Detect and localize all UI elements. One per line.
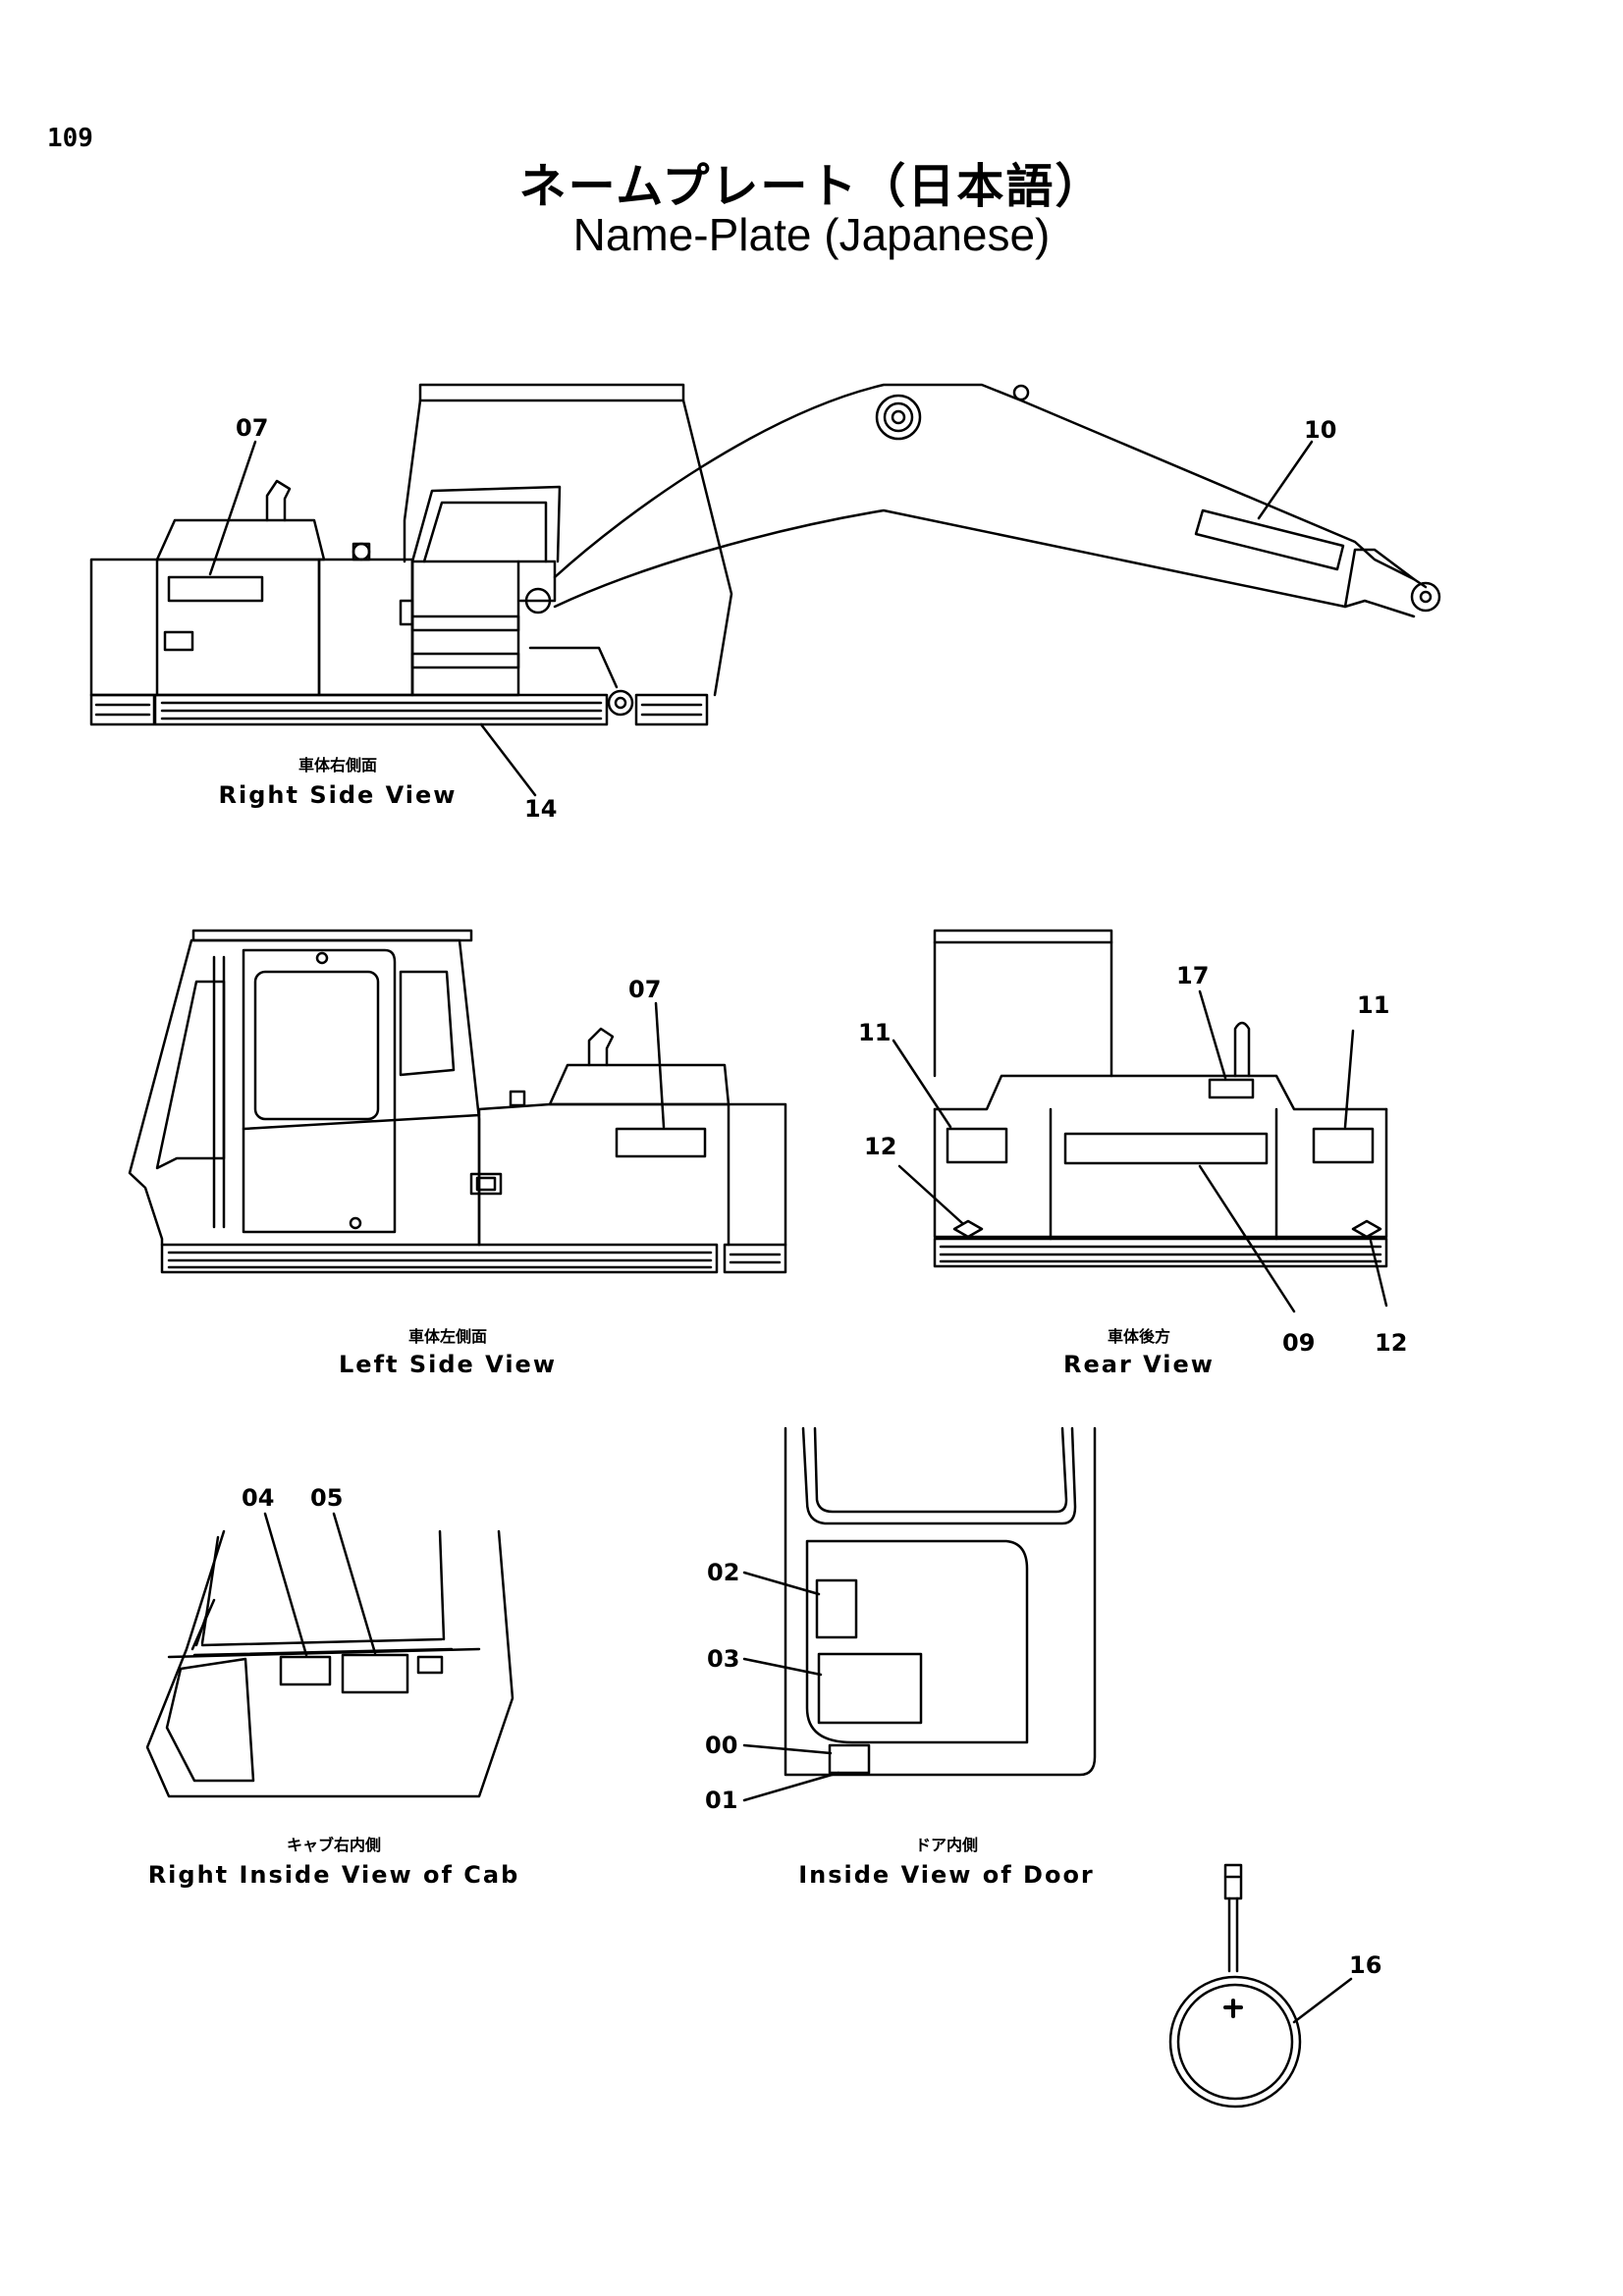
right-side-small-plate xyxy=(163,630,194,652)
caption-rear-en: Rear View xyxy=(1063,1351,1215,1378)
door-inside-view-drawing xyxy=(742,1426,1097,1802)
caption-left-side-ja: 車体左側面 xyxy=(407,1327,488,1346)
callout-00: 00 xyxy=(705,1732,737,1759)
callout-16: 16 xyxy=(1349,1951,1381,1979)
rear-plate-11-left xyxy=(946,1127,1008,1164)
caption-cab-ja: キャブ右内側 xyxy=(286,1836,382,1854)
left-side-plate-07 xyxy=(615,1127,707,1158)
rear-decal-12-left xyxy=(952,1219,984,1239)
right-side-view-drawing xyxy=(89,383,1441,797)
callout-07-right-side: 07 xyxy=(236,414,268,442)
rear-plate-17 xyxy=(1208,1078,1255,1099)
page-title-japanese: ネームプレート（日本語） xyxy=(518,159,1105,214)
rear-plate-09 xyxy=(1063,1132,1269,1165)
caption-left-side-en: Left Side View xyxy=(339,1351,557,1378)
callout-12-right: 12 xyxy=(1375,1329,1407,1357)
callout-02: 02 xyxy=(707,1559,739,1586)
cab-plate-05 xyxy=(341,1653,409,1694)
cab-plate-04 xyxy=(279,1655,332,1686)
callout-17: 17 xyxy=(1176,962,1209,989)
callout-14: 14 xyxy=(524,795,557,823)
callout-09: 09 xyxy=(1282,1329,1315,1357)
callout-05: 05 xyxy=(310,1484,343,1512)
caption-right-side-en: Right Side View xyxy=(218,781,458,809)
rear-plate-11-right xyxy=(1312,1127,1375,1164)
rear-decal-12-right xyxy=(1351,1219,1382,1239)
rear-view-drawing xyxy=(892,929,1388,1313)
door-plate-02 xyxy=(815,1578,858,1639)
callout-03: 03 xyxy=(707,1645,739,1673)
callout-11-right: 11 xyxy=(1357,991,1389,1019)
door-plate-03 xyxy=(817,1652,923,1725)
cab-inside-view-drawing xyxy=(145,1512,514,1798)
left-side-view-drawing xyxy=(128,929,787,1274)
callout-10: 10 xyxy=(1304,416,1336,444)
caption-cab-en: Right Inside View of Cab xyxy=(147,1861,520,1889)
right-side-plate-10 xyxy=(1194,508,1345,571)
caption-door-en: Inside View of Door xyxy=(798,1861,1095,1889)
left-side-small-plate xyxy=(469,1172,503,1196)
caption-right-side-ja: 車体右側面 xyxy=(298,756,378,774)
callout-01: 01 xyxy=(705,1787,737,1814)
door-plate-00-01 xyxy=(828,1743,871,1775)
page-number: 109 xyxy=(47,124,93,153)
callout-04: 04 xyxy=(242,1484,274,1512)
callout-12-left: 12 xyxy=(864,1133,896,1160)
right-side-plate-07 xyxy=(167,575,264,603)
page-title-english: Name-Plate (Japanese) xyxy=(572,209,1051,260)
callout-11-left: 11 xyxy=(858,1019,891,1046)
caption-door-ja: ドア内側 xyxy=(914,1836,979,1854)
battery-plate-drawing xyxy=(1168,1863,1353,2109)
callout-07-left-side: 07 xyxy=(628,976,661,1003)
caption-rear-ja: 車体後方 xyxy=(1107,1327,1171,1346)
